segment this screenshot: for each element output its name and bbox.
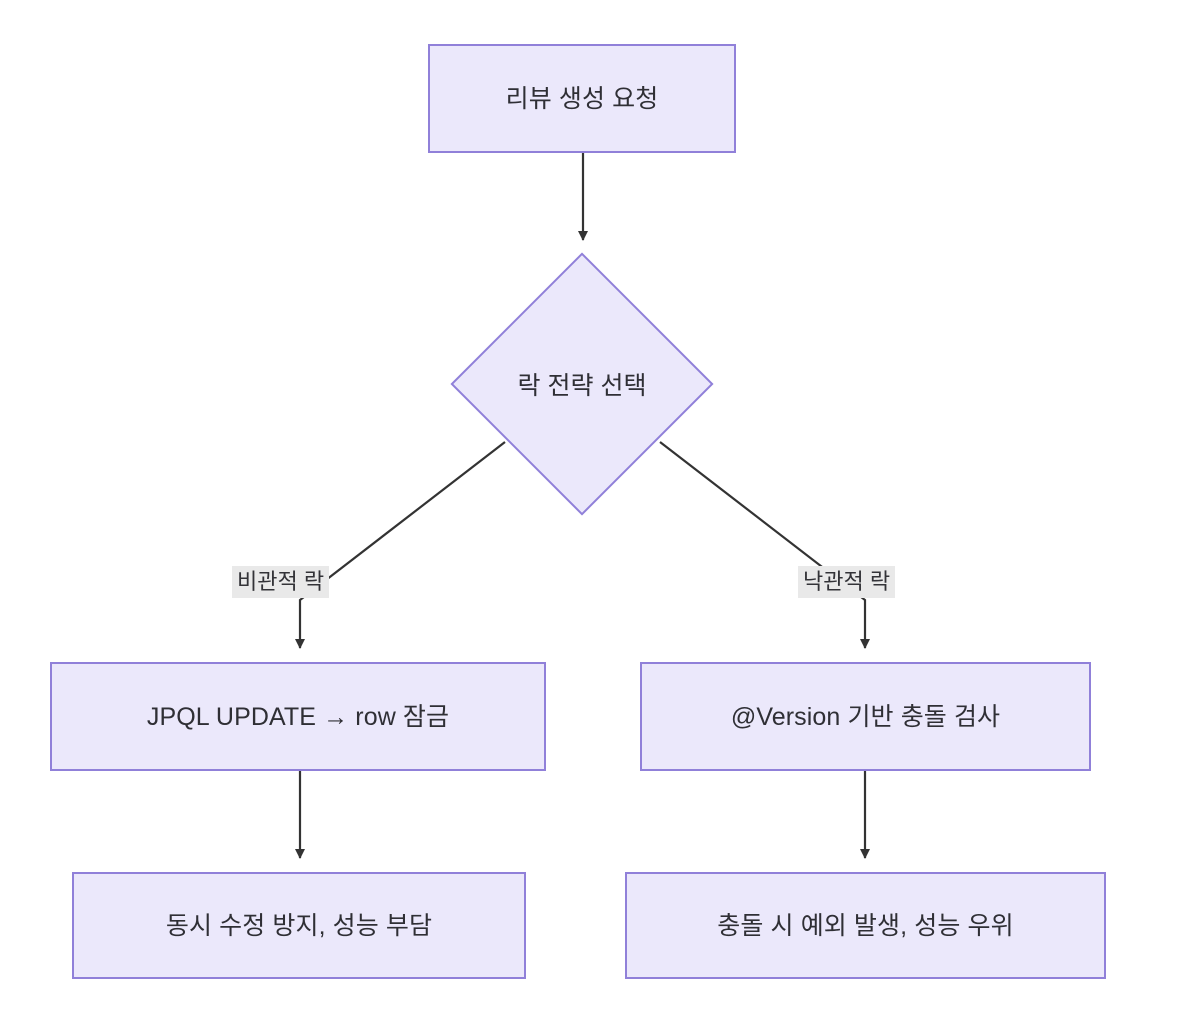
- node-label: @Version 기반 충돌 검사: [730, 702, 1001, 731]
- node-label: 리뷰 생성 요청: [505, 84, 659, 113]
- node-label: JPQL UPDATE → row 잠금: [146, 702, 450, 731]
- node-version-conflict-check[interactable]: @Version 기반 충돌 검사: [640, 662, 1091, 771]
- node-lock-strategy-decision[interactable]: 락 전략 선택: [450, 252, 714, 516]
- edge-label-optimistic-lock: 낙관적 락: [798, 566, 896, 599]
- node-outcome-optimistic[interactable]: 충돌 시 예외 발생, 성능 우위: [625, 872, 1106, 979]
- node-label: 락 전략 선택: [517, 372, 647, 400]
- node-label: 동시 수정 방지, 성능 부담: [165, 911, 433, 940]
- node-outcome-pessimistic[interactable]: 동시 수정 방지, 성능 부담: [72, 872, 526, 979]
- node-label: 충돌 시 예외 발생, 성능 우위: [717, 911, 1014, 940]
- edge-label-pessimistic-lock: 비관적 락: [232, 566, 330, 599]
- node-review-create-request[interactable]: 리뷰 생성 요청: [428, 44, 736, 153]
- node-jpql-update-row-lock[interactable]: JPQL UPDATE → row 잠금: [50, 662, 546, 771]
